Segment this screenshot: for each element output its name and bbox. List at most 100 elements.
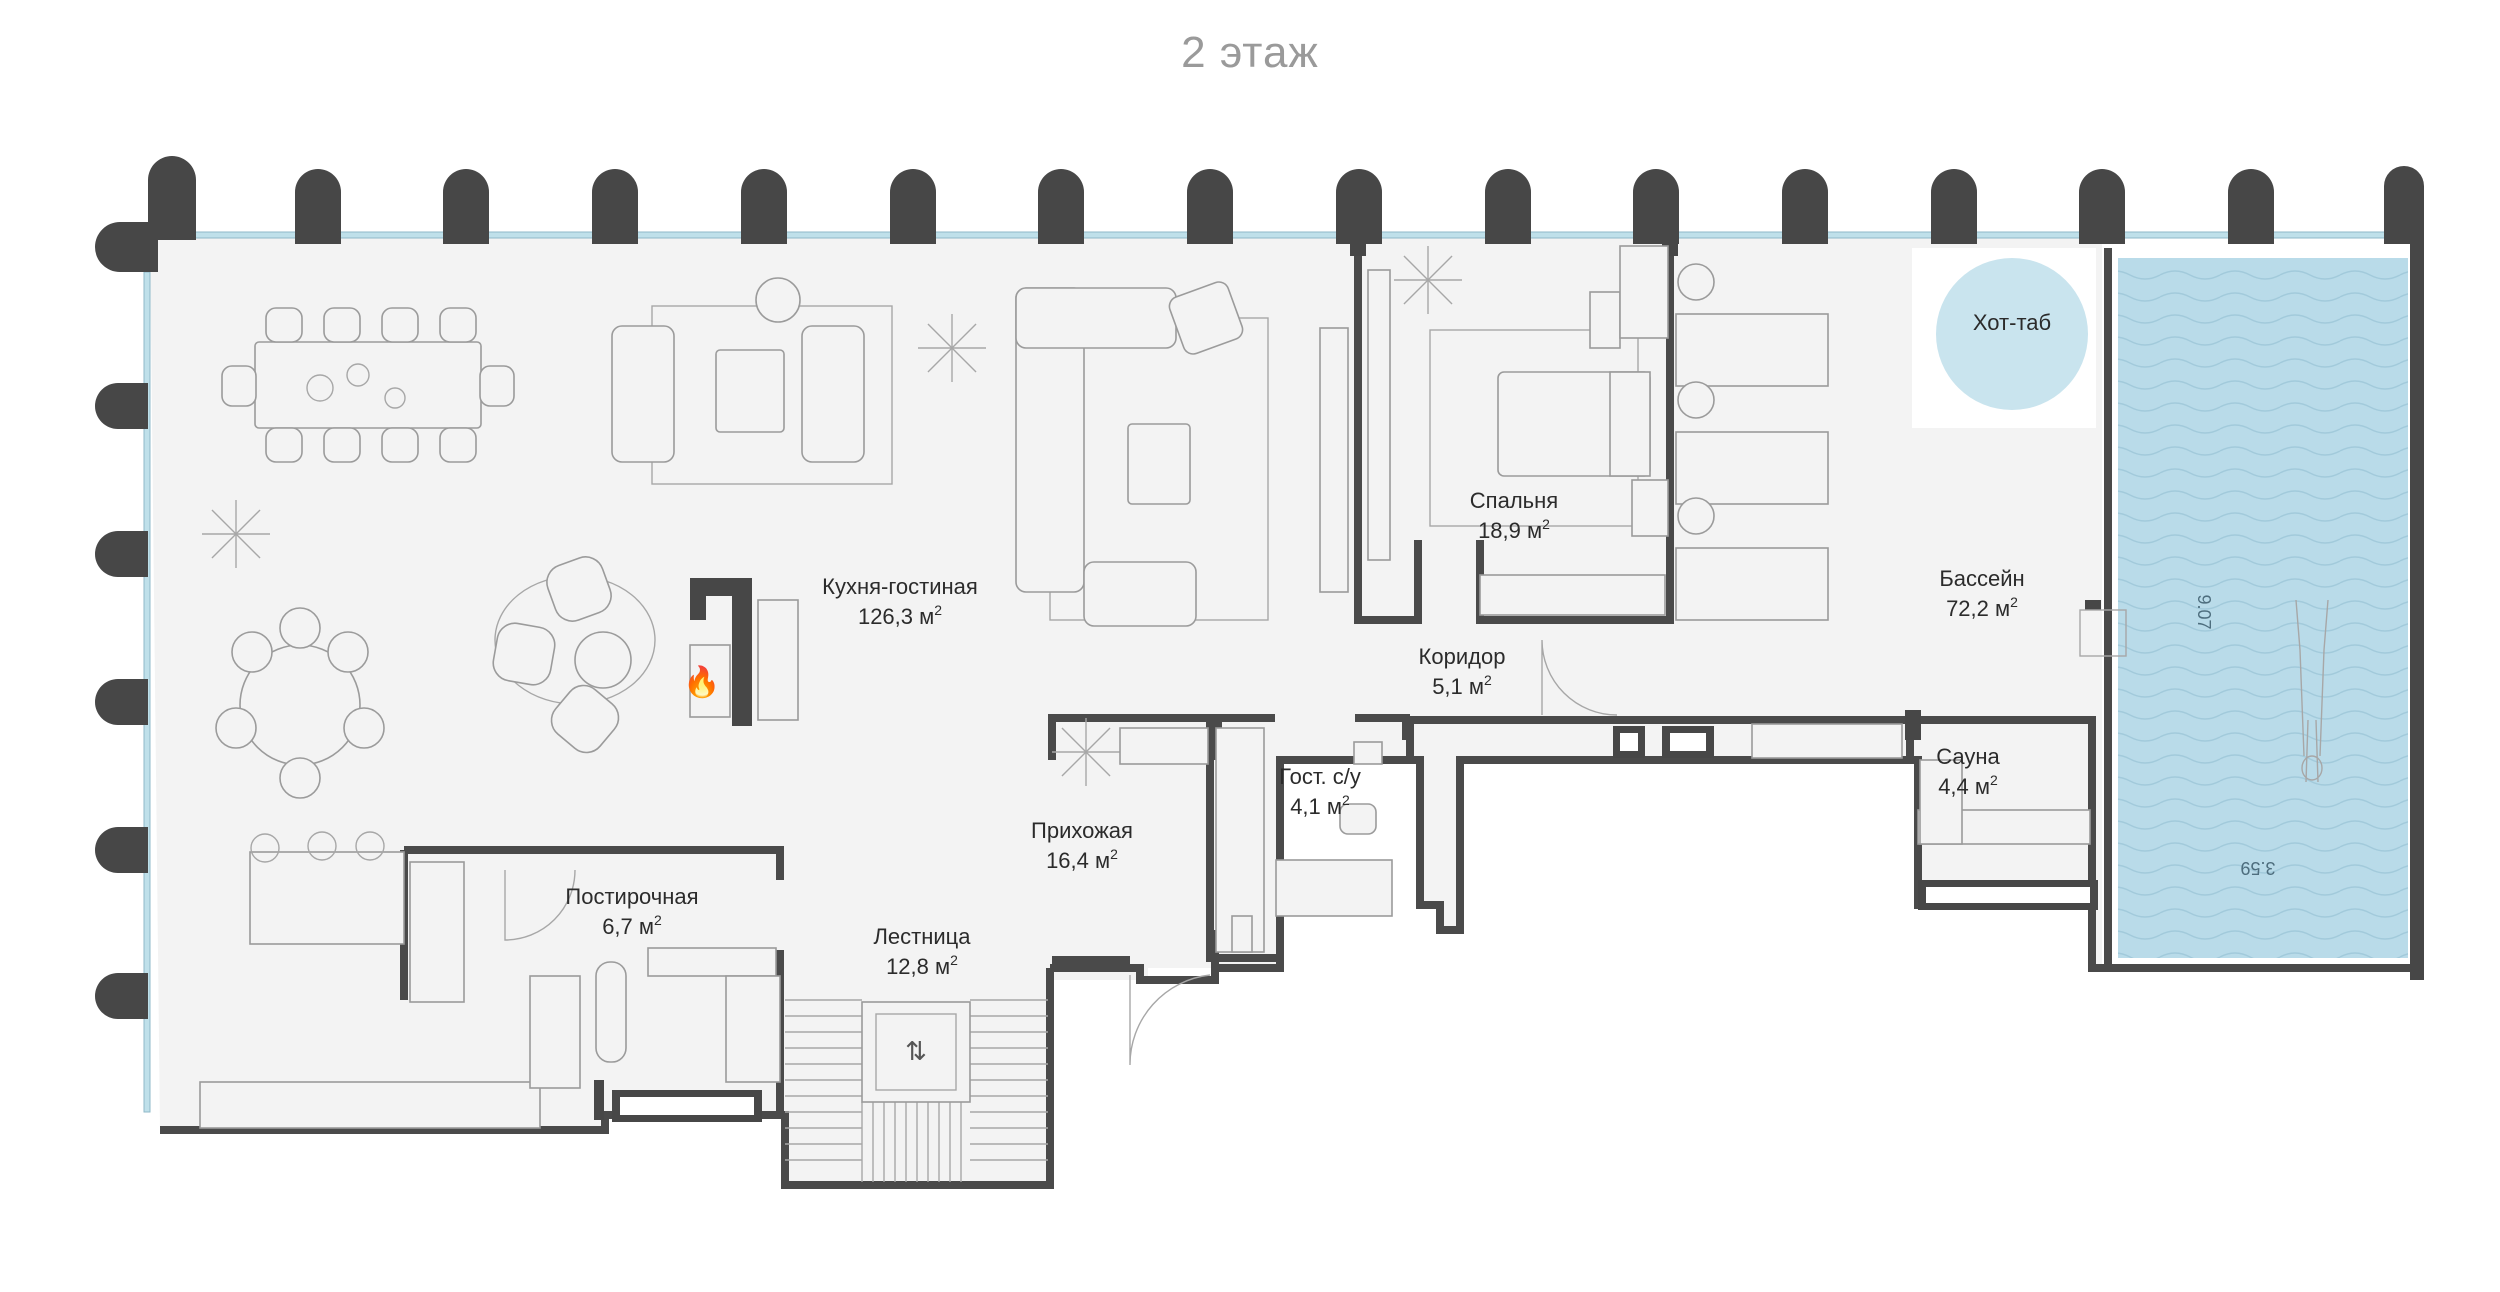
- sun-lounger: [1675, 547, 1829, 621]
- left-column: [95, 531, 148, 577]
- area-sauna: 4,4 м2: [1938, 772, 1998, 799]
- sun-lounger: [1675, 431, 1829, 505]
- room-labels: Кухня-гостиная 126,3 м2 Постирочная 6,7 …: [565, 310, 2051, 979]
- label-kitchen: Кухня-гостиная: [822, 574, 978, 599]
- area-kitchen: 126,3 м2: [858, 602, 942, 629]
- left-columns: [95, 383, 148, 1019]
- plant-icon: [1403, 279, 1429, 305]
- elevator-icon: ⇅: [905, 1036, 927, 1066]
- door-corridor[interactable]: [1541, 639, 1618, 716]
- round-chair: [279, 607, 321, 649]
- plant-icon: [1403, 255, 1429, 281]
- label-bedroom: Спальня: [1470, 488, 1558, 513]
- wc-fixtures: [1275, 859, 1393, 917]
- round-chair: [231, 631, 273, 673]
- area-bedroom: 18,9 м2: [1478, 516, 1550, 543]
- area-hall: 16,4 м2: [1046, 846, 1118, 873]
- pool-width: 3.59: [2240, 858, 2275, 878]
- round-chair: [215, 707, 257, 749]
- side-table: [1677, 381, 1715, 419]
- label-hall: Прихожая: [1031, 818, 1133, 843]
- round-chair: [343, 707, 385, 749]
- area-corridor: 5,1 м2: [1432, 672, 1492, 699]
- plant-icon: [1061, 727, 1087, 753]
- dining-chair: [323, 427, 361, 463]
- fireplace: [732, 578, 752, 726]
- top-columns: [295, 169, 2274, 244]
- dining-chair: [439, 307, 477, 343]
- label-stairs: Лестница: [873, 924, 971, 949]
- plant-icon: [235, 533, 261, 559]
- sun-lounger: [1675, 313, 1829, 387]
- area-wc: 4,1 м2: [1290, 792, 1350, 819]
- top-column: [1038, 169, 1084, 244]
- area-pool: 72,2 м2: [1946, 594, 2018, 621]
- side-table: [1677, 497, 1715, 535]
- corner-top-left: [95, 156, 196, 272]
- plant-icon: [1085, 751, 1111, 777]
- top-column: [1187, 169, 1233, 244]
- corner-top-right: [2384, 166, 2424, 980]
- plant-icon: [951, 347, 977, 373]
- exterior-wall: [160, 968, 1054, 1189]
- left-column: [95, 973, 148, 1019]
- top-column: [1931, 169, 1977, 244]
- plant-icon: [1061, 751, 1087, 777]
- floor-title: 2 этаж: [1181, 28, 1319, 77]
- plant-icon: [927, 347, 953, 373]
- plant-icon: [1085, 727, 1111, 753]
- label-pool: Бассейн: [1939, 566, 2024, 591]
- hall-bench: [1119, 727, 1209, 765]
- fire-icon: 🔥: [683, 664, 720, 699]
- staircase: [785, 999, 1048, 1182]
- hall-wall: [1048, 714, 1214, 760]
- plant-icon: [211, 509, 237, 535]
- plant-icon: [951, 323, 977, 349]
- label-hottub: Хот-таб: [1973, 310, 2051, 335]
- swimmer-figure: [2295, 599, 2329, 783]
- left-column: [95, 679, 148, 725]
- label-pantry: Постирочная: [565, 884, 698, 909]
- pool-length: 9.07: [2194, 594, 2214, 629]
- hottub: [1936, 258, 2088, 410]
- round-chair: [327, 631, 369, 673]
- plant-icon: [1427, 279, 1453, 305]
- dining-chair: [323, 307, 361, 343]
- top-column: [443, 169, 489, 244]
- dining-chair: [381, 427, 419, 463]
- plant-icon: [927, 323, 953, 349]
- left-column: [95, 827, 148, 873]
- dining-chair: [479, 365, 515, 407]
- elevator: [861, 1001, 971, 1103]
- area-pantry: 6,7 м2: [602, 912, 662, 939]
- dining-chair: [439, 427, 477, 463]
- door-stair[interactable]: [1129, 974, 1211, 1066]
- top-column: [741, 169, 787, 244]
- label-wc: Гост. с/у: [1279, 764, 1361, 789]
- dining-chair: [265, 307, 303, 343]
- plant-icon: [211, 533, 237, 559]
- sauna-wall: [1918, 716, 2096, 880]
- top-column: [2079, 169, 2125, 244]
- top-column: [295, 169, 341, 244]
- dining-chair: [221, 365, 257, 407]
- area-stairs: 12,8 м2: [886, 952, 958, 979]
- kitchen-counter: [199, 1081, 541, 1129]
- top-column: [890, 169, 936, 244]
- glass-top: [159, 231, 2401, 239]
- top-column: [592, 169, 638, 244]
- dining-table: [254, 341, 482, 429]
- top-column: [1633, 169, 1679, 244]
- dining-chair: [265, 427, 303, 463]
- door-pantry[interactable]: [504, 869, 576, 941]
- label-corridor: Коридор: [1419, 644, 1506, 669]
- label-sauna: Сауна: [1936, 744, 2000, 769]
- dining-chair: [381, 307, 419, 343]
- round-chair: [279, 757, 321, 799]
- top-column: [1336, 169, 1382, 244]
- left-column: [95, 383, 148, 429]
- top-column: [1485, 169, 1531, 244]
- plant-icon: [235, 509, 261, 535]
- top-column: [1782, 169, 1828, 244]
